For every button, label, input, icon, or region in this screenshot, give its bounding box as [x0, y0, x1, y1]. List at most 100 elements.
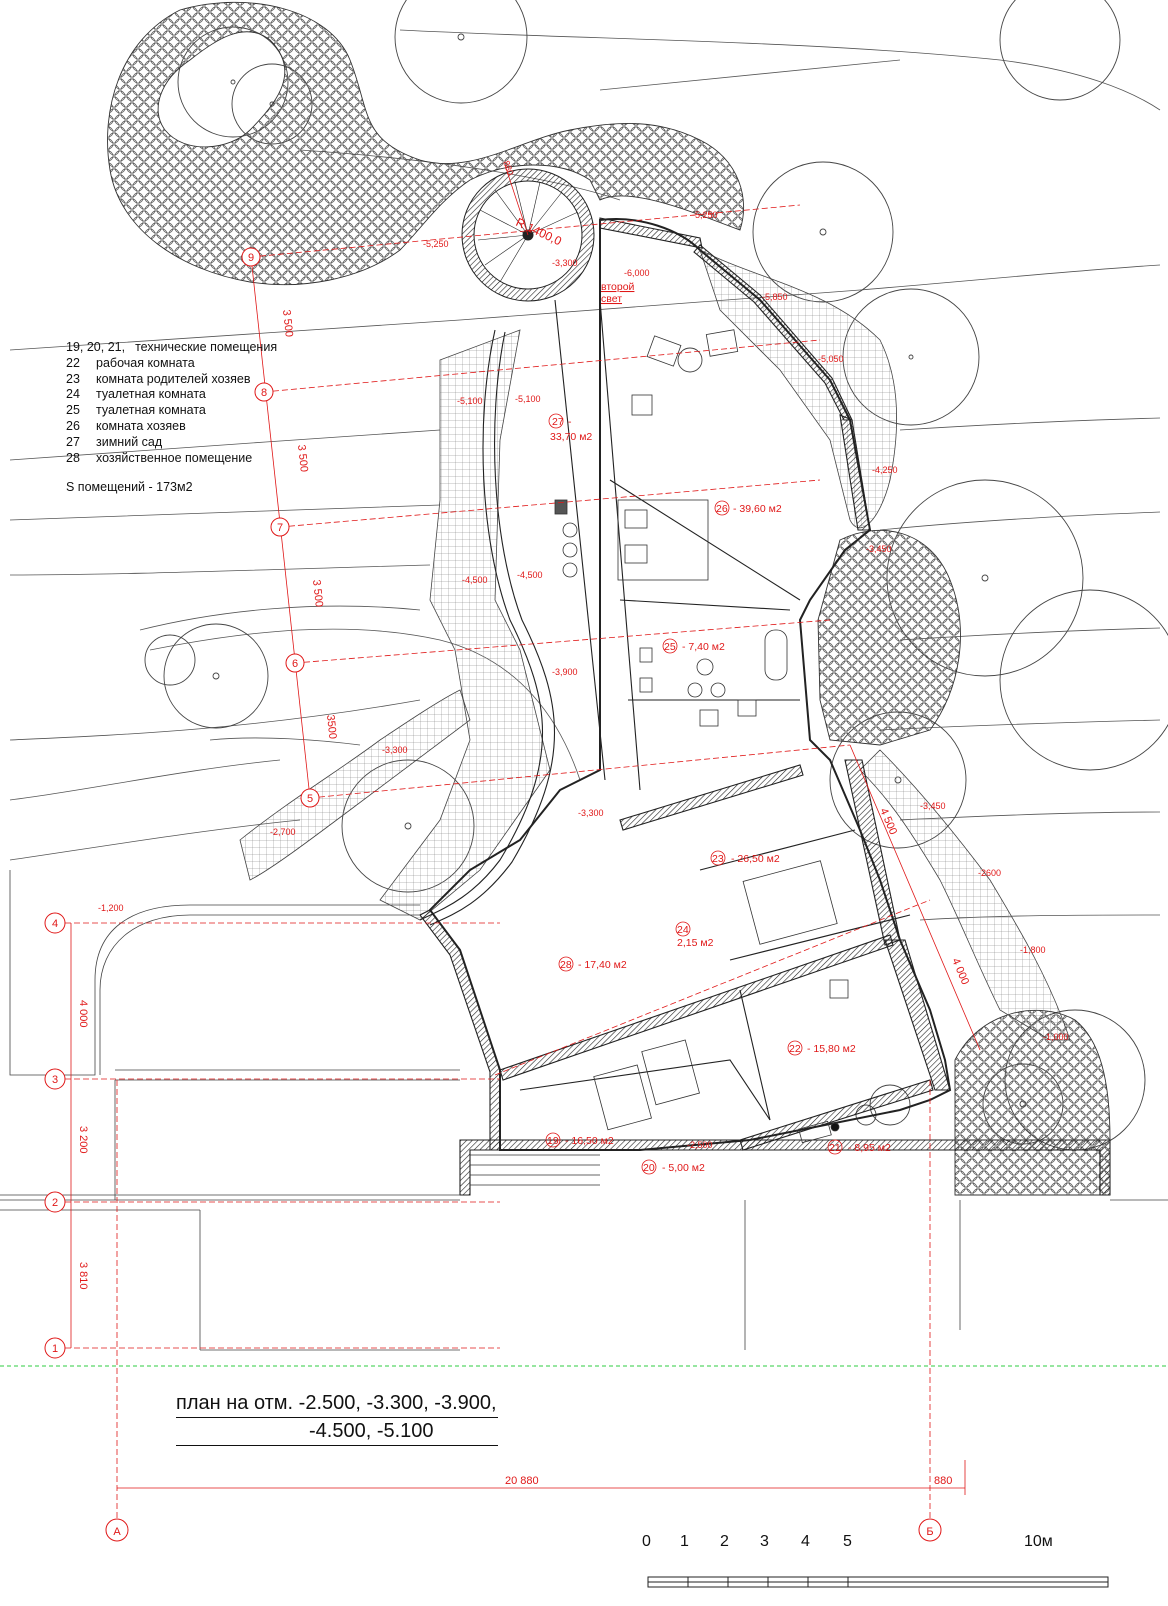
svg-text:- 39,60 м2: - 39,60 м2	[733, 503, 782, 515]
svg-text:22: 22	[789, 1043, 801, 1055]
svg-text:27: 27	[552, 416, 564, 428]
legend-row: 19, 20, 21,технические помещения	[66, 340, 278, 354]
level-mark: -2,500	[687, 1140, 713, 1150]
svg-text:2,15 м2: 2,15 м2	[677, 937, 714, 949]
dim-diag-1: 3 500	[280, 309, 295, 338]
dim-bottom-2: 880	[934, 1475, 952, 1487]
svg-text:33,70 м2: 33,70 м2	[550, 431, 592, 443]
scale-label-10m: 10м	[1024, 1533, 1053, 1550]
level-mark: -3,450	[866, 544, 892, 554]
svg-text:- 15,80 м2: - 15,80 м2	[807, 1043, 856, 1055]
scale-bar	[647, 1576, 1109, 1588]
dim-right-2: 4 000	[949, 956, 971, 986]
axis-5-label: 5	[307, 793, 313, 805]
dim-diag-2: 3 500	[295, 444, 310, 473]
room-28-label: 28 - 17,40 м2	[558, 956, 627, 972]
dim-bottom-1: 20 880	[505, 1475, 539, 1487]
level-marks: -5,250 -5,250 -3,300 -6,000 -5,850 -5,05…	[98, 210, 1069, 1150]
level-mark: -4,250	[872, 465, 898, 475]
svg-text:- 8,95 м2: - 8,95 м2	[848, 1142, 891, 1154]
svg-text:19: 19	[547, 1135, 559, 1147]
svg-text:26: 26	[716, 503, 728, 515]
svg-text:- 7,40 м2: - 7,40 м2	[682, 641, 725, 653]
svg-text:28: 28	[560, 959, 572, 971]
svg-text:свет: свет	[601, 293, 622, 305]
room-20-label: 20 - 5,00 м2	[641, 1159, 705, 1175]
room-26-label: 26 - 39,60 м2	[714, 500, 782, 516]
room-21-label: 21 - 8,95 м2	[827, 1139, 891, 1155]
axis-3-label: 3	[52, 1074, 58, 1086]
scale-label-3: 3	[760, 1533, 769, 1550]
room-labels: 27 - 33,70 м2 26 - 39,60 м2 25 - 7,40 м2…	[545, 281, 891, 1175]
scale-label-5: 5	[843, 1533, 852, 1550]
axis-1-label: 1	[52, 1343, 58, 1355]
svg-text:-: -	[568, 416, 572, 428]
level-mark: -5,250	[692, 210, 718, 220]
level-mark: -4,500	[462, 575, 488, 585]
plan-title: план на отм. -2.500, -3.300, -3.900, -4.…	[176, 1392, 498, 1446]
axis-b-label: Б	[926, 1526, 933, 1538]
level-mark: -4,500	[517, 570, 543, 580]
svg-text:- 17,40 м2: - 17,40 м2	[578, 959, 627, 971]
axis-bubbles	[44, 247, 942, 1542]
level-mark: -5,100	[457, 396, 483, 406]
room-25-label: 25 - 7,40 м2	[662, 638, 725, 654]
dim-left-1: 4 000	[77, 1000, 89, 1028]
plan-title-line2: -4.500, -5.100	[176, 1420, 498, 1446]
level-mark: -2,700	[270, 827, 296, 837]
level-mark: -5,100	[515, 394, 541, 404]
svg-text:24: 24	[677, 924, 689, 936]
second-light-label: второй свет	[601, 281, 635, 305]
level-mark: -1,200	[98, 903, 124, 913]
room-23-label: 23 - 26,50 м2	[710, 850, 780, 866]
axis-labels: 4 3 2 1 А Б 9 8 7 6 5	[52, 252, 934, 1538]
svg-text:второй: второй	[601, 281, 635, 293]
level-mark: -3,300	[578, 808, 604, 818]
pebble-paving	[107, 1, 1111, 1196]
dim-left-2: 3 200	[77, 1126, 89, 1154]
room-19-label: 19 - 16,50 м2	[545, 1132, 614, 1148]
total-area: S помещений - 173м2	[66, 480, 193, 495]
axis-a-label: А	[113, 1526, 121, 1538]
room-22-label: 22 - 15,80 м2	[787, 1040, 856, 1056]
building-walls	[419, 217, 1111, 1196]
level-mark: -1,000	[1043, 1032, 1069, 1042]
dim-diag-3: 3 500	[310, 579, 325, 608]
scale-label-1: 1	[680, 1533, 689, 1550]
driveway	[0, 870, 1168, 1351]
dim-diag-4: 3500	[324, 714, 338, 740]
axis-6-label: 6	[292, 658, 298, 670]
axis-7-label: 7	[277, 522, 283, 534]
level-mark: -3,450	[920, 801, 946, 811]
scale-label-2: 2	[720, 1533, 729, 1550]
level-mark: -3,900	[552, 667, 578, 677]
svg-text:20: 20	[643, 1162, 655, 1174]
level-mark: -6,000	[624, 268, 650, 278]
plan-title-line1: план на отм. -2.500, -3.300, -3.900,	[176, 1392, 498, 1418]
radius-small-label: 880	[501, 159, 516, 177]
dim-left-3: 3 810	[77, 1262, 89, 1290]
svg-text:23: 23	[712, 853, 724, 865]
level-mark: -2600	[978, 868, 1001, 878]
axis-4-label: 4	[52, 918, 58, 930]
axis-8-label: 8	[261, 387, 267, 399]
axis-2-label: 2	[52, 1197, 58, 1209]
level-mark: -5,250	[423, 239, 449, 249]
svg-text:21: 21	[829, 1142, 841, 1154]
svg-text:- 5,00 м2: - 5,00 м2	[662, 1162, 705, 1174]
room-24-label: 24 2,15 м2	[675, 921, 714, 949]
svg-text:25: 25	[664, 641, 676, 653]
axis-9-label: 9	[248, 252, 254, 264]
svg-text:- 26,50 м2: - 26,50 м2	[731, 853, 780, 865]
level-mark: -1,800	[1020, 945, 1046, 955]
level-mark: -3,300	[552, 258, 578, 268]
level-mark: -3,300	[382, 745, 408, 755]
